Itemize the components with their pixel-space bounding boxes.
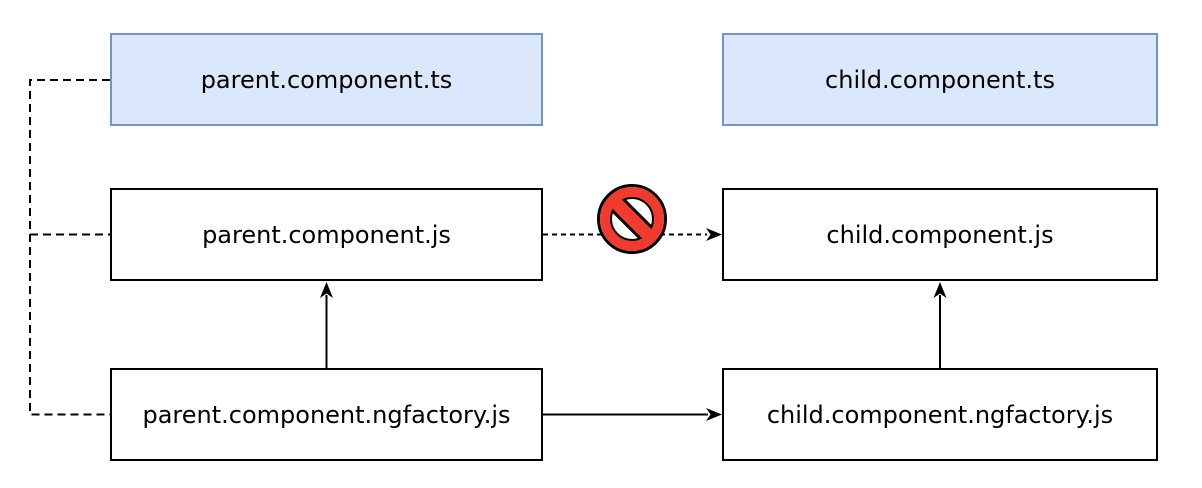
node-label: child.component.ngfactory.js bbox=[766, 400, 1114, 429]
arrowhead-right-icon bbox=[706, 408, 722, 421]
node-child-component-ngfactory-js: child.component.ngfactory.js bbox=[722, 368, 1158, 461]
node-label: parent.component.ngfactory.js bbox=[142, 400, 511, 429]
node-parent-component-ngfactory-js: parent.component.ngfactory.js bbox=[110, 368, 543, 461]
node-child-component-js: child.component.js bbox=[722, 188, 1158, 281]
edge-parent-files-bracket bbox=[29, 79, 110, 416]
node-label: child.component.ts bbox=[825, 65, 1055, 94]
node-label: parent.component.js bbox=[202, 220, 451, 249]
no-entry-icon bbox=[597, 184, 667, 254]
node-parent-component-ts: parent.component.ts bbox=[110, 33, 543, 126]
arrowhead-up-icon bbox=[933, 282, 947, 298]
edge-parent-factory-to-child-factory bbox=[543, 408, 722, 421]
node-label: child.component.js bbox=[826, 220, 1054, 249]
arrowhead-up-icon bbox=[320, 282, 333, 298]
node-label: parent.component.ts bbox=[200, 65, 453, 94]
edge-child-factory-to-child-js bbox=[933, 282, 947, 368]
edge-parent-factory-to-parent-js bbox=[320, 282, 333, 368]
arrowhead-right-icon bbox=[706, 228, 722, 241]
node-parent-component-js: parent.component.js bbox=[110, 188, 543, 281]
node-child-component-ts: child.component.ts bbox=[722, 33, 1158, 126]
